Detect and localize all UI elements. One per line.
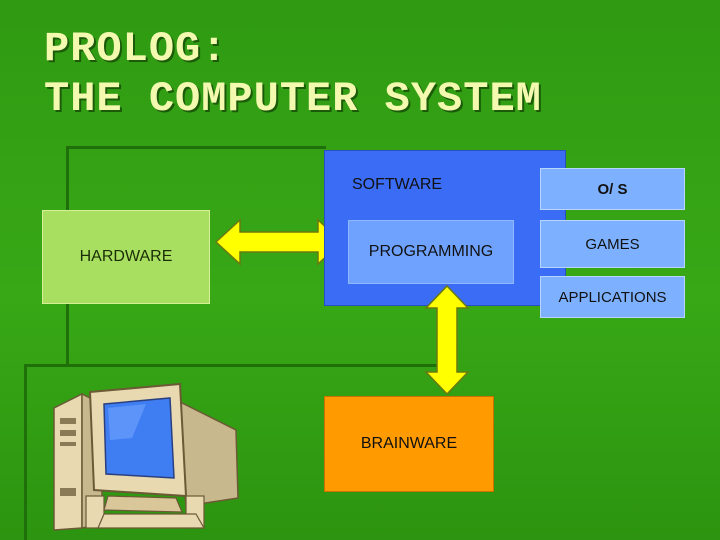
decor-line-horizontal-1: [66, 146, 326, 149]
games-label: GAMES: [585, 235, 640, 253]
hardware-label: HARDWARE: [79, 248, 173, 265]
computer-clipart-icon: [53, 382, 239, 531]
software-label: SOFTWARE: [352, 176, 443, 193]
applications-label: APPLICATIONS: [558, 288, 667, 306]
os-label: O/ S: [597, 180, 628, 198]
os-box: O/ S: [540, 168, 685, 210]
hardware-box: HARDWARE: [42, 210, 210, 304]
brainware-box: BRAINWARE: [324, 396, 494, 492]
slide-title: PROLOG: THE COMPUTER SYSTEM: [44, 24, 704, 124]
title-line-2: THE COMPUTER SYSTEM: [44, 75, 542, 123]
decor-line-horizontal-2: [24, 364, 444, 367]
games-box: GAMES: [540, 220, 685, 268]
title-line-1: PROLOG:: [44, 25, 228, 73]
applications-box: APPLICATIONS: [540, 276, 685, 318]
double-arrow-vertical-icon: [424, 284, 470, 396]
brainware-label: BRAINWARE: [360, 435, 458, 452]
programming-box: PROGRAMMING: [348, 220, 514, 284]
decor-line-vertical-2: [24, 364, 27, 540]
programming-label: PROGRAMMING: [368, 243, 494, 260]
